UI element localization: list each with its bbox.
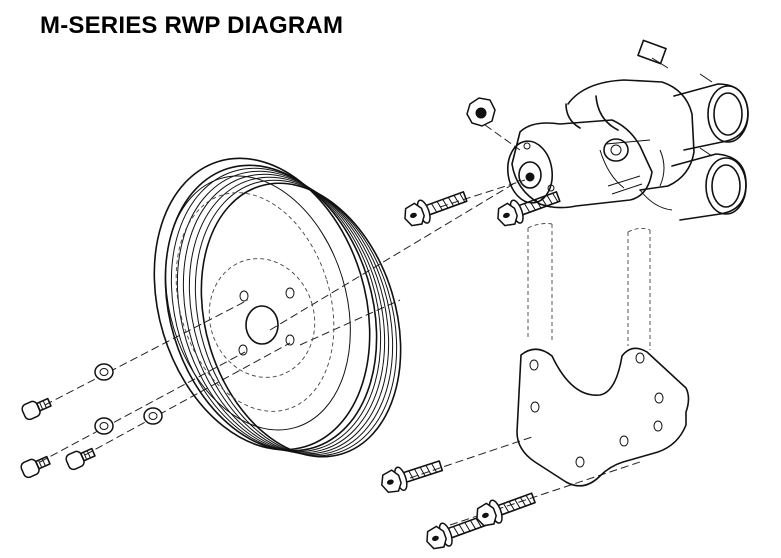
socket-head-screw <box>65 447 96 471</box>
flange-bolt <box>404 191 468 227</box>
socket-head-screw <box>21 397 52 421</box>
crank-pulley <box>153 157 402 458</box>
flange-nut <box>466 97 496 127</box>
water-pump <box>506 39 749 221</box>
flange-bolt <box>381 460 444 494</box>
socket-head-screw <box>20 455 51 479</box>
pulley-washer <box>94 417 114 435</box>
pulley-washer <box>94 363 114 381</box>
pulley-hub <box>208 258 316 378</box>
mounting-bracket <box>516 223 690 487</box>
flange-bolt <box>426 512 496 550</box>
flange-bolt <box>476 492 536 527</box>
pulley-washer <box>143 407 163 425</box>
diagram-title: M-SERIES RWP DIAGRAM <box>40 12 344 39</box>
flange-bolt <box>497 191 561 227</box>
